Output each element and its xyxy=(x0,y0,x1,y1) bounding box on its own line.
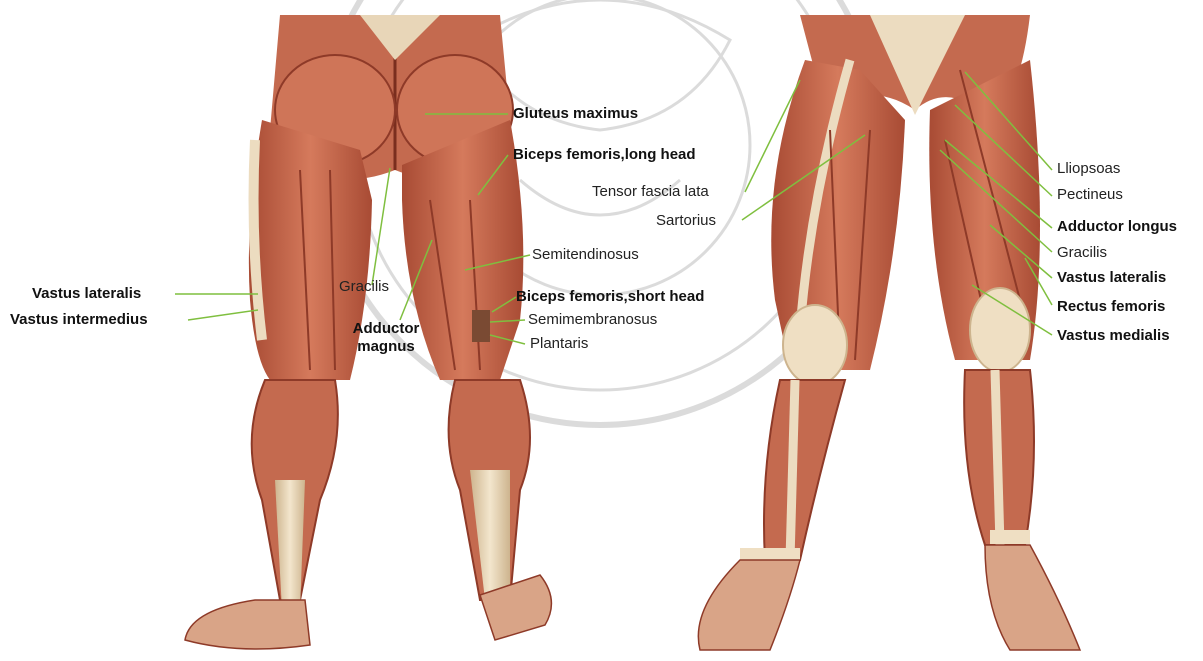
label-plantaris: Plantaris xyxy=(530,335,588,353)
label-semimembranosus: Semimembranosus xyxy=(528,311,657,329)
label-iliopsoas: Lliopsoas xyxy=(1057,160,1120,178)
anterior-left-foot xyxy=(698,560,800,650)
label-biceps-femoris-short-head: Biceps femoris,short head xyxy=(516,288,704,306)
label-gracilis-posterior: Gracilis xyxy=(339,278,389,296)
label-rectus-femoris: Rectus femoris xyxy=(1057,298,1165,316)
label-adductor-longus: Adductor longus xyxy=(1057,218,1177,236)
label-vastus-intermedius: Vastus intermedius xyxy=(10,311,148,329)
label-gracilis-anterior: Gracilis xyxy=(1057,244,1107,262)
label-vastus-lateralis-anterior: Vastus lateralis xyxy=(1057,269,1166,287)
label-tensor-fascia-lata: Tensor fascia lata xyxy=(592,183,709,201)
label-adductor-magnus: Adductor magnus xyxy=(344,320,428,356)
label-gluteus-maximus: Gluteus maximus xyxy=(513,105,638,123)
posterior-left-foot xyxy=(185,600,310,649)
label-semitendinosus: Semitendinosus xyxy=(532,246,639,264)
label-vastus-medialis: Vastus medialis xyxy=(1057,327,1170,345)
label-biceps-femoris-long-head: Biceps femoris,long head xyxy=(513,146,696,164)
label-vastus-lateralis-posterior: Vastus lateralis xyxy=(32,285,141,303)
label-pectineus: Pectineus xyxy=(1057,186,1123,204)
label-sartorius: Sartorius xyxy=(656,212,716,230)
leader-vastus-intermedius xyxy=(188,310,258,320)
